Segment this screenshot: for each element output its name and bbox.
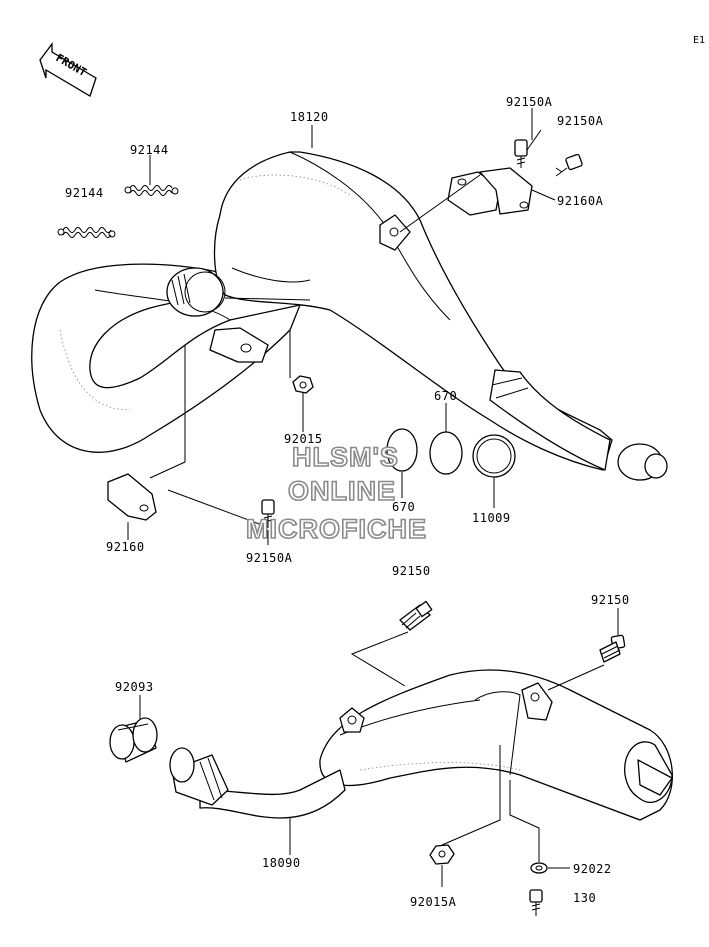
spring-92144-lower-icon[interactable] [57, 227, 116, 238]
bolt-92150A-top-icon[interactable] [514, 139, 583, 177]
label-92144-a: 92144 [130, 143, 169, 157]
gasket-11009-icon[interactable] [472, 434, 516, 478]
label-92144-b: 92144 [65, 186, 104, 200]
label-92150A-top2: 92150A [557, 114, 604, 128]
bolt-92150-mid-icon[interactable] [399, 600, 433, 631]
label-92150-right: 92150 [591, 593, 630, 607]
o-ring-670-b-icon[interactable] [429, 431, 463, 475]
nut-92015-icon[interactable] [292, 375, 314, 394]
watermark-line3: MICROFICHE [246, 514, 427, 544]
bracket-92160A-part[interactable] [447, 167, 533, 216]
label-92015A: 92015A [410, 895, 457, 909]
leader-lines-lower [139, 608, 619, 887]
label-670-b: 670 [392, 500, 415, 514]
bracket-92160-part[interactable] [107, 473, 157, 521]
silencer-part[interactable] [319, 669, 673, 821]
watermark-line1: HLSM'S [292, 442, 399, 472]
watermark-line2: ONLINE [288, 476, 396, 506]
bolt-92150-right-icon[interactable] [599, 634, 626, 663]
page-code: E1 [693, 35, 705, 46]
label-18120: 18120 [290, 110, 329, 124]
label-92150-mid: 92150 [392, 564, 431, 578]
expansion-chamber-part[interactable] [31, 151, 668, 481]
label-92150A-top: 92150A [506, 95, 553, 109]
spring-92144-upper-icon[interactable] [124, 185, 179, 196]
nut-92015A-icon[interactable] [429, 844, 455, 865]
damper-92093-icon[interactable] [109, 717, 158, 763]
label-92160: 92160 [106, 540, 145, 554]
label-18090: 18090 [262, 856, 301, 870]
front-arrow-icon: FRONT [39, 42, 97, 97]
bolt-130-icon[interactable] [529, 889, 543, 916]
label-92022: 92022 [573, 862, 612, 876]
label-92160A: 92160A [557, 194, 604, 208]
o-ring-670-a-icon[interactable] [386, 428, 418, 472]
connecting-pipe-18090-part[interactable] [169, 747, 346, 819]
bolt-92150A-lower-icon[interactable] [261, 499, 275, 528]
label-11009: 11009 [472, 511, 511, 525]
label-670-a: 670 [434, 389, 457, 403]
label-92093: 92093 [115, 680, 154, 694]
label-92015: 92015 [284, 432, 323, 446]
label-130: 130 [573, 891, 596, 905]
leader-lines-upper [127, 108, 556, 545]
label-92150A-low: 92150A [246, 551, 293, 565]
washer-92022-icon[interactable] [530, 862, 548, 874]
